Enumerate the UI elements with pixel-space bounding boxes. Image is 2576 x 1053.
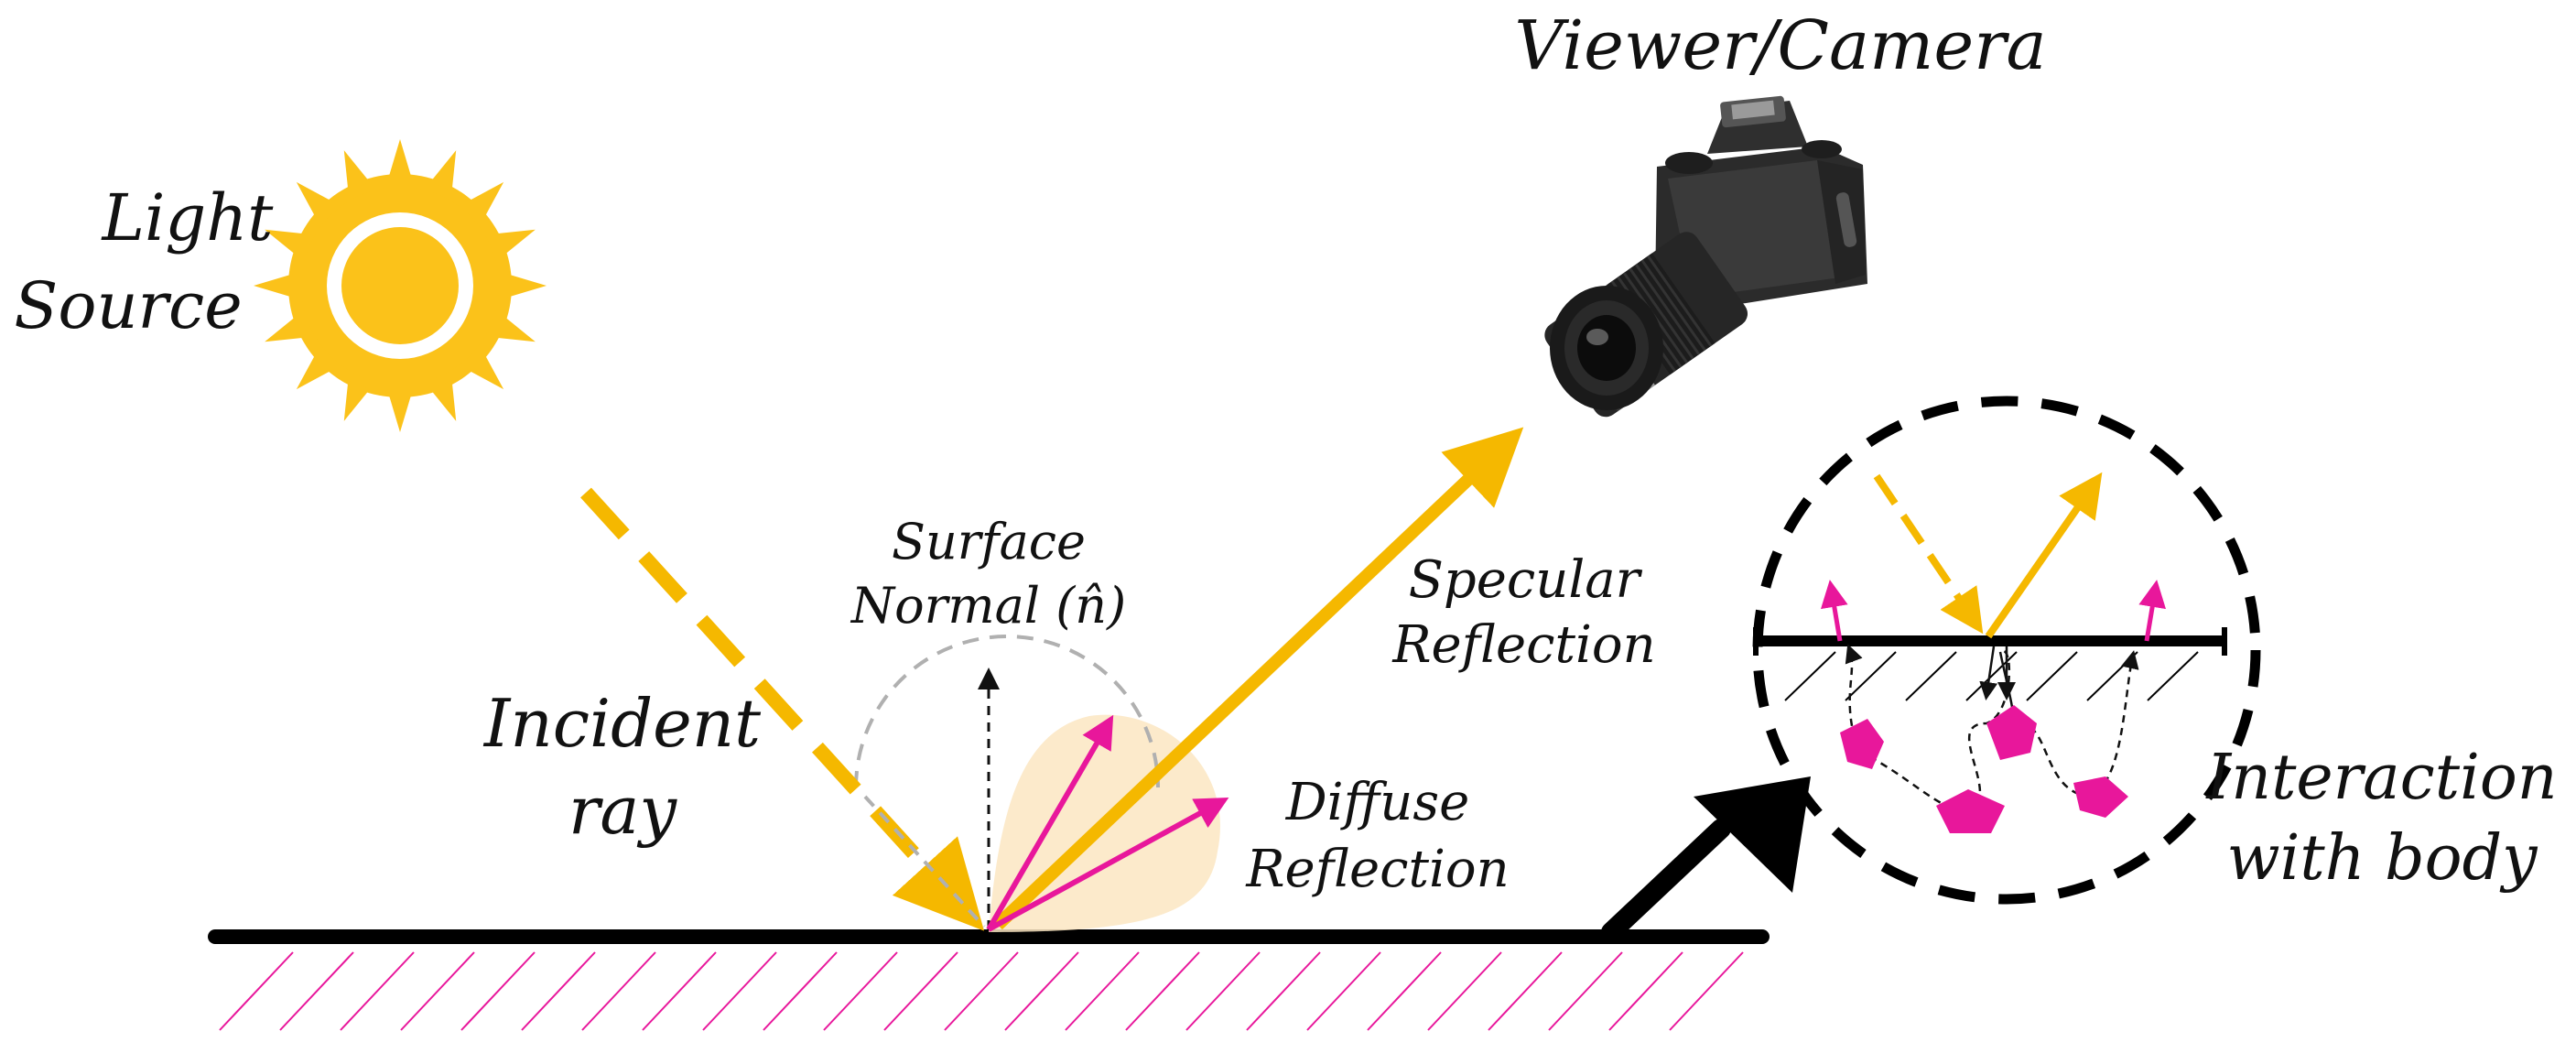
camera-icon xyxy=(1544,95,1867,418)
diffuse-arrow-1 xyxy=(986,714,1114,931)
incident-ray-label-line2: ray xyxy=(568,772,677,849)
diffuse-label-line2: Reflection xyxy=(1245,840,1509,899)
interaction-zoom-circle xyxy=(1752,396,2261,905)
specular-label-line1: Specular xyxy=(1409,550,1643,610)
light-source-label-line2: Source xyxy=(14,268,242,343)
zoom-arrow-icon xyxy=(1601,776,1811,942)
ground-surface xyxy=(208,929,1770,1031)
incident-ray-dashed-guide xyxy=(863,795,986,928)
specular-label-line2: Reflection xyxy=(1391,615,1655,675)
diffuse-label-line1: Diffuse xyxy=(1285,773,1469,832)
interaction-detail xyxy=(1753,472,2227,833)
interaction-label-line1: Interaction xyxy=(2204,742,2557,814)
incident-ray-label-line1: Incident xyxy=(482,685,762,762)
specular-reflection-arrow xyxy=(993,427,1524,930)
interaction-label-line2: with body xyxy=(2226,822,2538,895)
diffuse-arrow-2 xyxy=(987,797,1229,932)
surface-normal-label-line2: Normal (n̂) xyxy=(850,577,1126,635)
surface-normal-label-line1: Surface xyxy=(892,513,1086,570)
incident-ray xyxy=(580,487,985,931)
viewer-label: Viewer/Camera xyxy=(1514,6,2046,85)
sun-icon xyxy=(254,139,547,432)
light-source-label-line1: Light xyxy=(101,180,275,255)
